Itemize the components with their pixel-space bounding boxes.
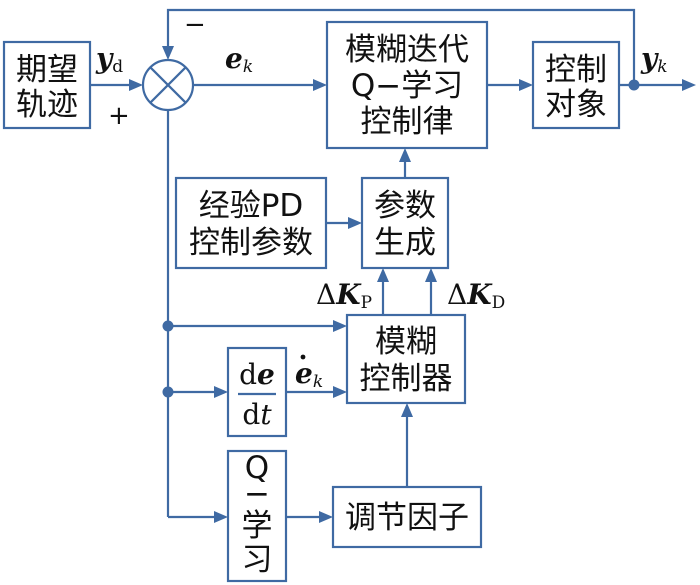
q-learning-char3: 学 xyxy=(242,508,273,544)
fiq-line2: Q−学习 xyxy=(351,68,463,104)
empirical-pd-line1: 经验PD xyxy=(199,188,304,224)
wires xyxy=(90,8,696,523)
signal-labels: yd ek yk ek ΔKP ΔKD − + xyxy=(95,10,668,392)
adjustment-factor-label: 调节因子 xyxy=(345,500,469,536)
fuzzy-iterative-q-learning-law-block: 模糊迭代 Q−学习 控制律 xyxy=(325,20,489,150)
desired-trajectory-line1: 期望 xyxy=(16,52,78,88)
output-takeoff-dot xyxy=(628,79,640,91)
fuzzy-controller-line1: 模糊 xyxy=(375,324,437,360)
param-gen-line1: 参数 xyxy=(374,188,436,224)
branch-dot-2 xyxy=(162,386,174,398)
empirical-pd-line2: 控制参数 xyxy=(189,225,313,261)
delta-kd-label: ΔKD xyxy=(447,278,505,313)
ek-dot-label: ek xyxy=(295,354,323,392)
q-learning-char2: − xyxy=(244,476,270,512)
controlled-object-block: 控制 对象 xyxy=(531,40,621,130)
desired-trajectory-block: 期望 轨迹 xyxy=(2,40,92,130)
q-learning-block: Q − 学 习 xyxy=(226,449,288,583)
fiq-line3: 控制律 xyxy=(361,104,454,140)
minus-sign: − xyxy=(184,10,206,40)
yk-label: yk xyxy=(640,42,668,77)
branch-dot-1 xyxy=(162,320,174,332)
summing-junction xyxy=(141,58,195,112)
empirical-pd-params-block: 经验PD 控制参数 xyxy=(174,176,328,270)
derivative-block: de dt xyxy=(226,346,288,438)
controlled-object-line2: 对象 xyxy=(545,87,607,123)
fiq-line1: 模糊迭代 xyxy=(345,32,469,68)
param-gen-line2: 生成 xyxy=(374,225,436,261)
derivative-numerator: de xyxy=(239,358,275,391)
fuzzy-controller-block: 模糊 控制器 xyxy=(345,313,467,405)
q-learning-char4: 习 xyxy=(242,542,273,578)
derivative-denominator: dt xyxy=(242,398,272,431)
svg-text:ek: ek xyxy=(295,357,323,392)
yd-label: yd xyxy=(95,42,123,77)
adjustment-factor-block: 调节因子 xyxy=(331,485,483,549)
plus-sign: + xyxy=(108,101,130,131)
fuzzy-controller-line2: 控制器 xyxy=(360,361,453,397)
desired-trajectory-line2: 轨迹 xyxy=(16,87,78,123)
ek-label: ek xyxy=(225,42,253,77)
parameter-generation-block: 参数 生成 xyxy=(360,176,450,270)
delta-kp-label: ΔKP xyxy=(316,278,372,313)
q-learning-char1: Q xyxy=(245,450,269,486)
controlled-object-line1: 控制 xyxy=(545,52,607,88)
